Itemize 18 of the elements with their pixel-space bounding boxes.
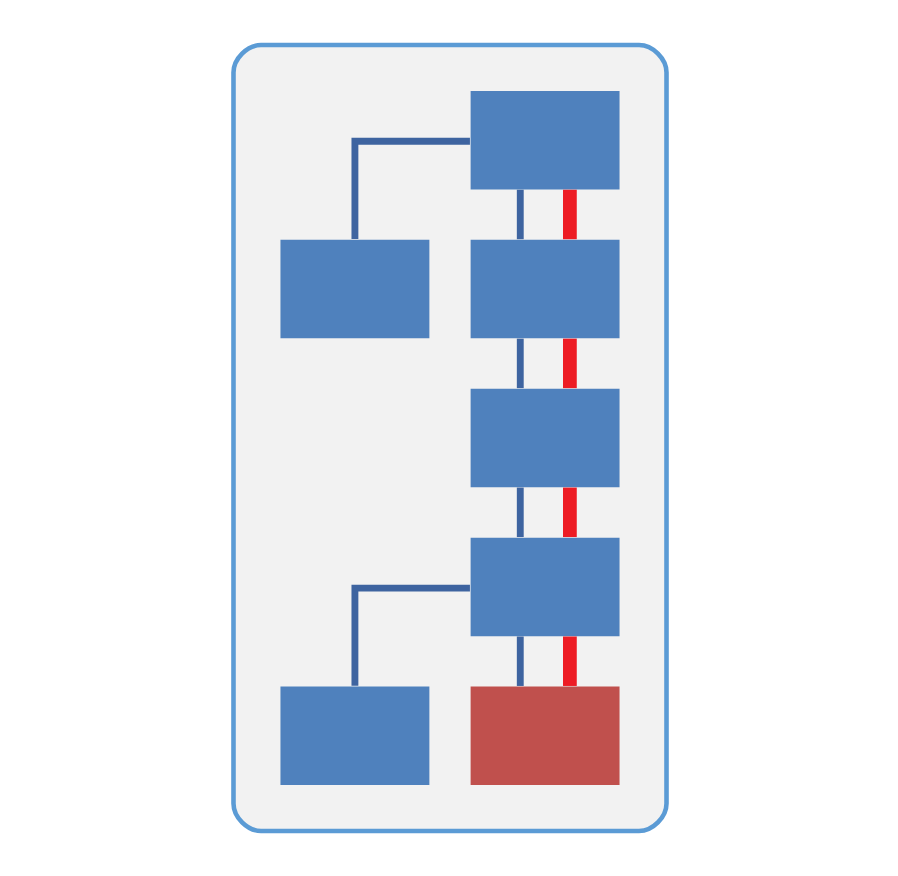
connector: [515, 189, 523, 240]
connector: [350, 137, 469, 240]
connector: [562, 487, 576, 538]
connector: [350, 584, 469, 686]
connector: [562, 636, 576, 686]
cluster: [230, 42, 668, 834]
connector: [562, 189, 576, 240]
node-box: [469, 537, 619, 637]
node-box: [279, 239, 429, 339]
node-box: [469, 686, 619, 786]
node-box: [279, 686, 429, 786]
connector: [562, 338, 576, 389]
connector: [515, 636, 523, 686]
connector: [515, 338, 523, 389]
node-box: [469, 239, 619, 339]
node-box: [469, 388, 619, 488]
node-box: [469, 90, 619, 190]
connector: [515, 487, 523, 538]
